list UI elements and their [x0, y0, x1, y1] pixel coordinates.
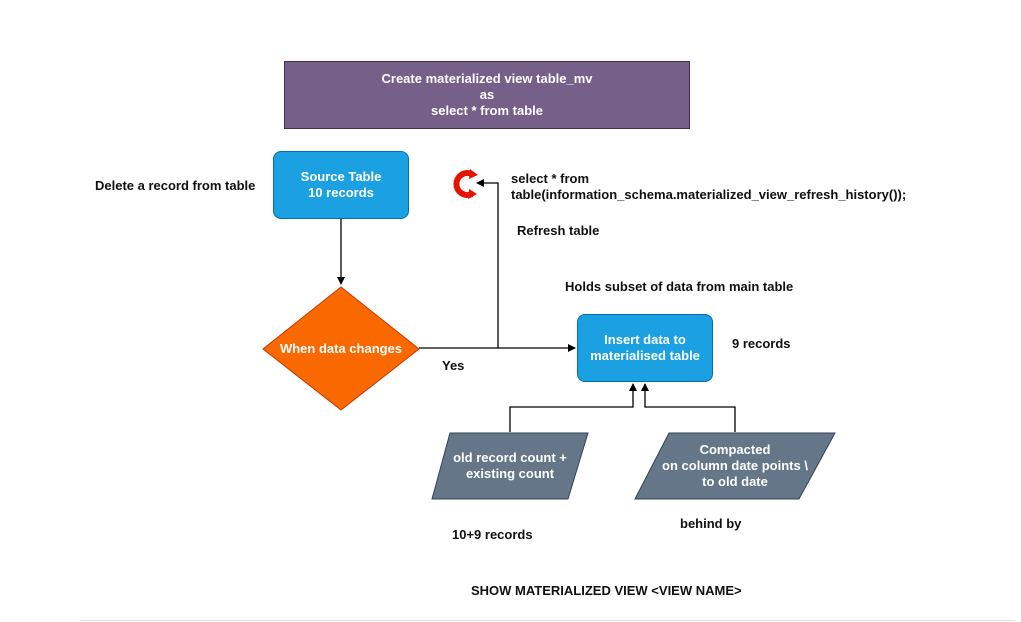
decision-label-wrap: When data changes: [261, 286, 421, 412]
compacted-line-1: Compacted: [699, 442, 771, 457]
source-table-count: 10 records: [308, 185, 374, 200]
delete-record-label: Delete a record from table: [95, 178, 256, 193]
source-table-node: Source Table 10 records: [273, 151, 409, 219]
history-query-line-1: select * from: [511, 171, 590, 186]
decision-diamond: [262, 286, 420, 411]
create-view-sql-box: Create materialized view table_mv as sel…: [284, 61, 690, 129]
old-count-line-1: old record count +: [453, 450, 567, 465]
compacted-parallelogram: [634, 432, 836, 500]
compacted-line-2: on column date points \: [662, 458, 808, 473]
subset-label: Holds subset of data from main table: [565, 279, 794, 294]
records-count-label: 9 records: [732, 336, 791, 351]
arrow-compacted-to-insert: [641, 383, 736, 432]
insert-data-node: Insert data to materialised table: [577, 314, 713, 382]
old-count-parallelogram: [431, 432, 589, 500]
sql-line-1: Create materialized view table_mv: [381, 71, 593, 86]
bottom-divider: [80, 620, 1015, 621]
yes-label: Yes: [442, 358, 465, 373]
arrow-to-refresh-icon: [476, 179, 499, 348]
insert-line-2: materialised table: [590, 348, 700, 363]
old-count-line-2: existing count: [465, 466, 555, 481]
sql-line-2: as: [479, 87, 495, 102]
sum-records-label: 10+9 records: [452, 527, 533, 542]
show-view-command: SHOW MATERIALIZED VIEW <VIEW NAME>: [471, 583, 742, 598]
arrow-oldcount-to-insert: [509, 383, 637, 432]
history-query-line-2: table(information_schema.materialized_vi…: [511, 187, 907, 202]
source-table-title: Source Table: [300, 169, 382, 184]
refresh-icon: [453, 169, 478, 199]
decision-label: When data changes: [279, 341, 403, 356]
compacted-line-3: to old date: [702, 474, 768, 489]
insert-line-1: Insert data to: [604, 332, 686, 347]
compacted-text: Compacted on column date points \ to old…: [633, 432, 837, 500]
old-count-text: old record count + existing count: [430, 432, 590, 500]
behind-by-label: behind by: [680, 516, 742, 531]
sql-line-3: select * from table: [431, 103, 543, 118]
refresh-table-label: Refresh table: [517, 223, 600, 238]
